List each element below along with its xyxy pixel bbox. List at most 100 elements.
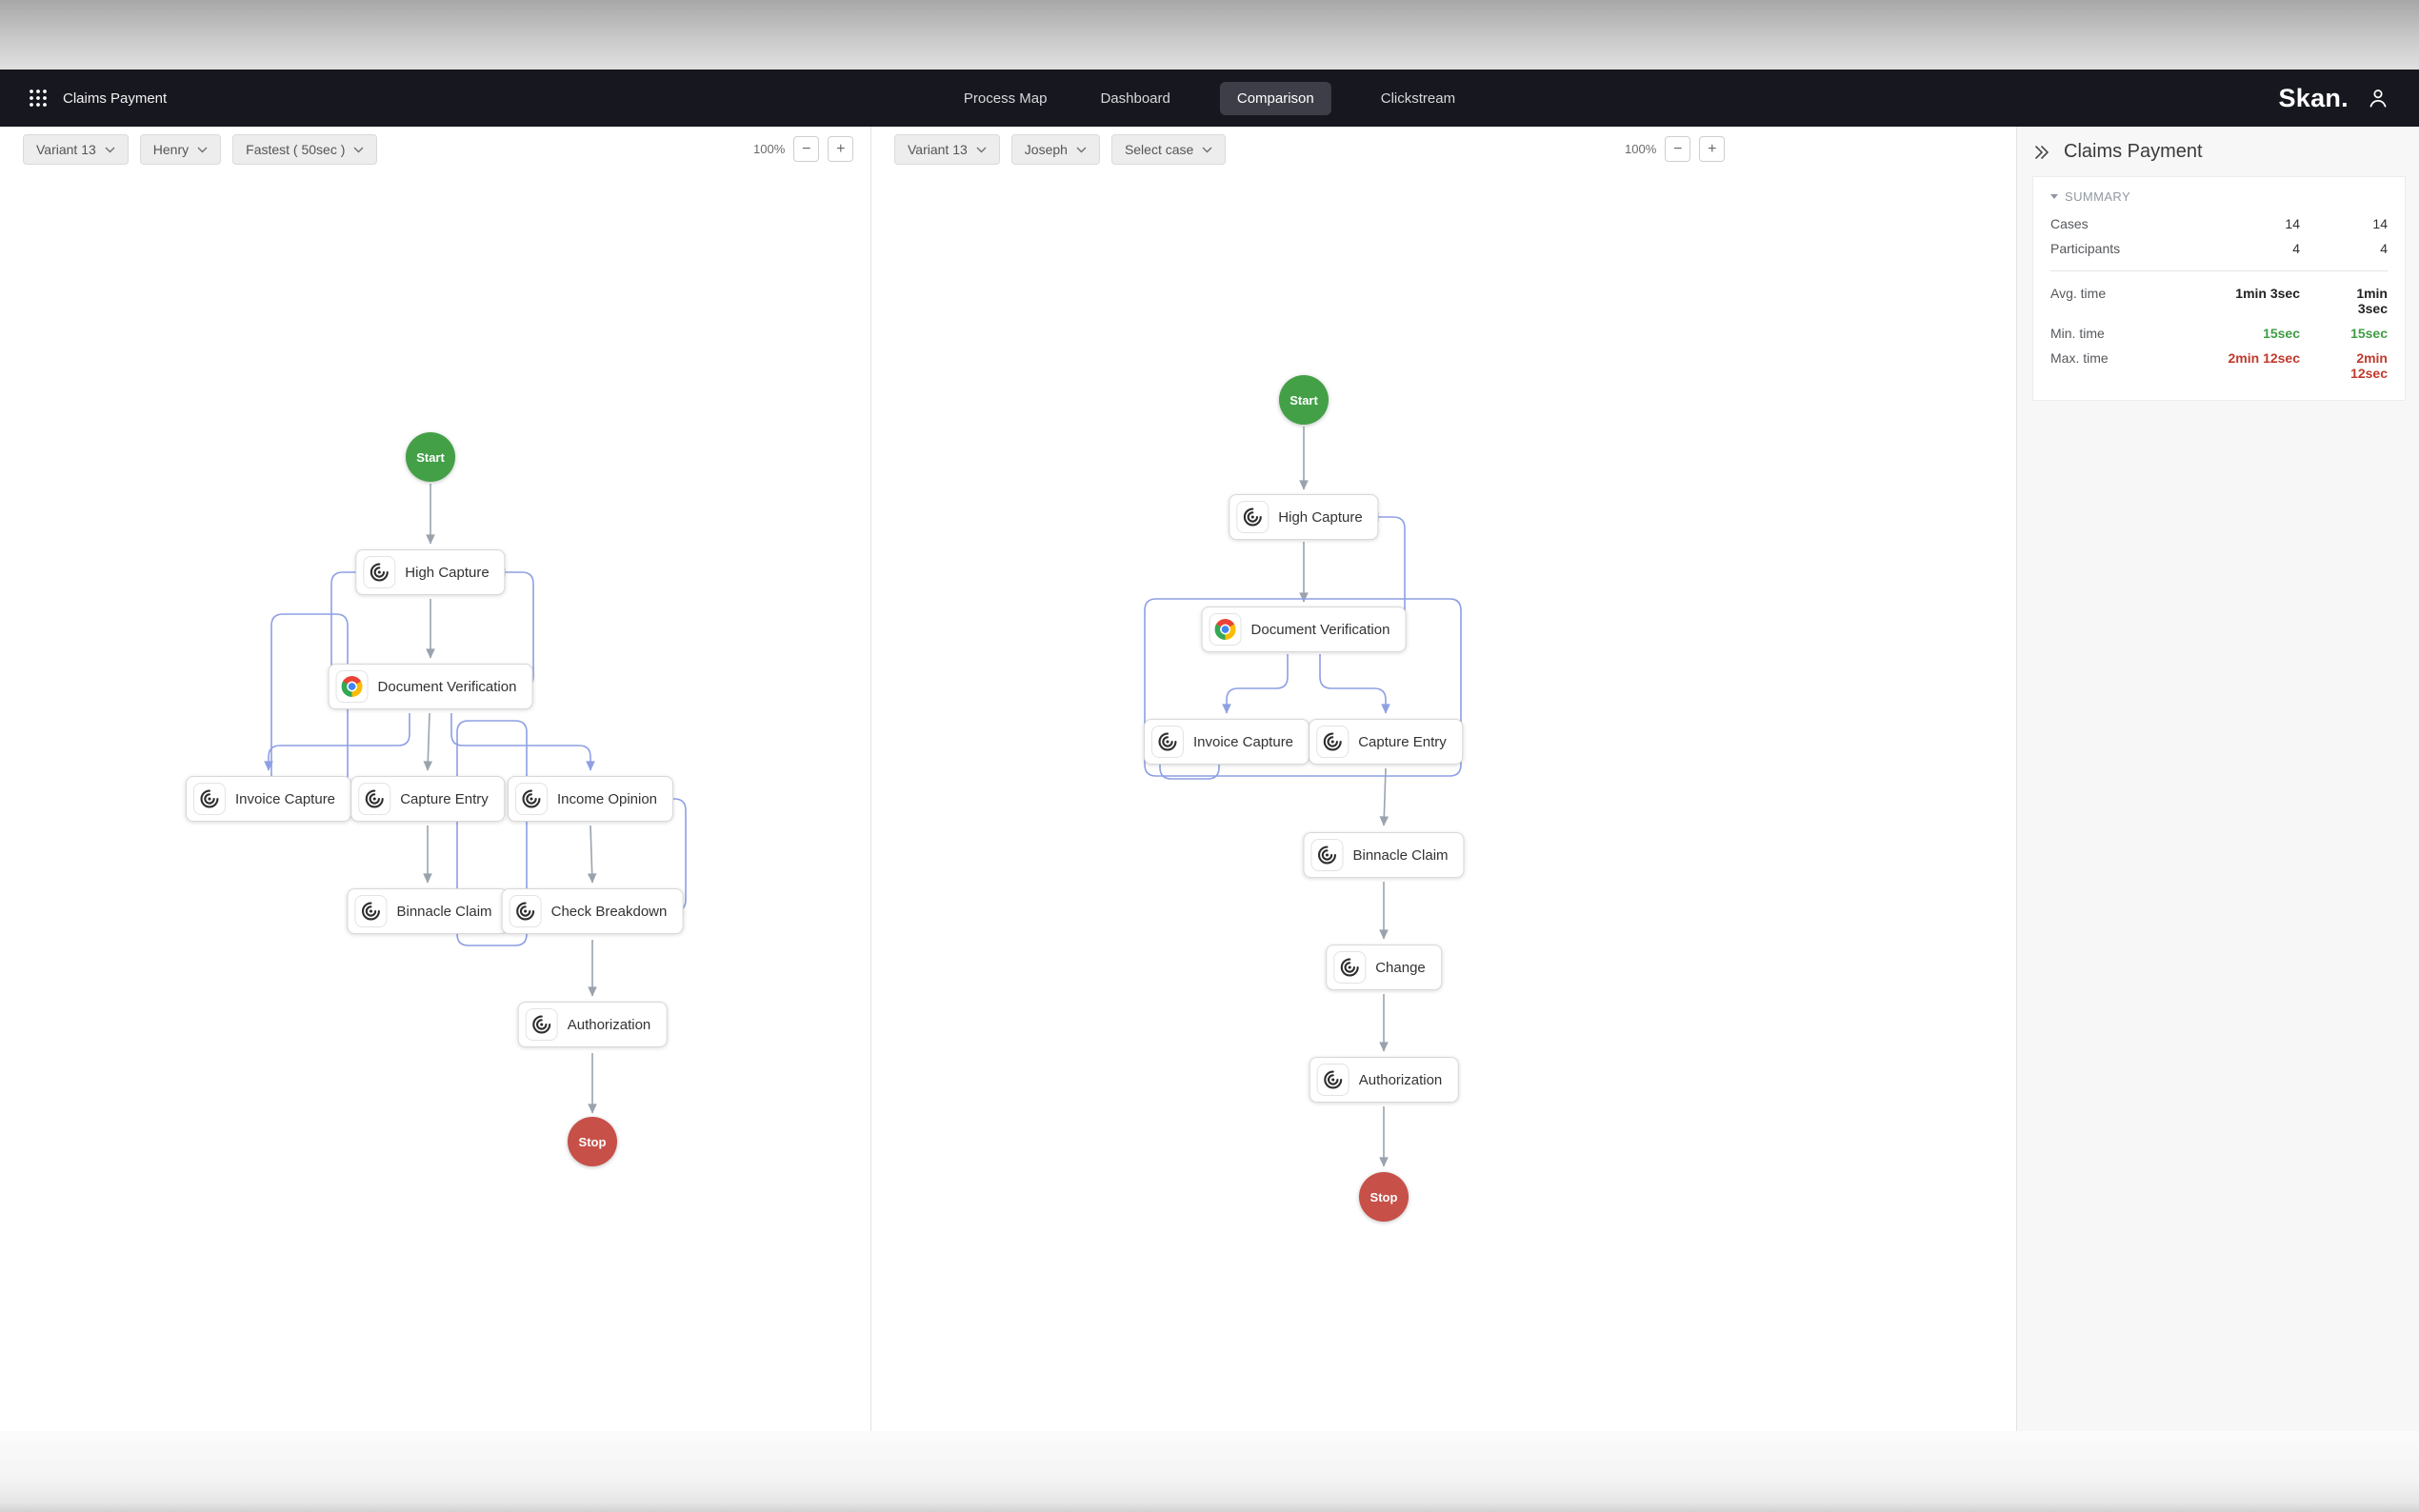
node-label: Capture Entry bbox=[400, 790, 489, 807]
right-zoom-out-button[interactable]: − bbox=[1665, 136, 1691, 162]
process-panel-right: Variant 13 Joseph Select case 100% − + S… bbox=[871, 127, 2017, 1431]
tab-dashboard[interactable]: Dashboard bbox=[1100, 90, 1170, 107]
collapse-caret-icon bbox=[2050, 194, 2058, 199]
skan-icon bbox=[363, 556, 396, 588]
chevron-down-icon bbox=[976, 147, 987, 152]
right-zoom-in-button[interactable]: + bbox=[1699, 136, 1726, 162]
summary-row-participants: Participants 4 4 bbox=[2050, 241, 2388, 256]
bottom-strip bbox=[0, 1431, 2419, 1512]
navbar: Claims Payment Process Map Dashboard Com… bbox=[0, 70, 2419, 127]
skan-icon bbox=[192, 783, 226, 815]
node-document-verification[interactable]: Document Verification bbox=[328, 664, 533, 709]
node-start[interactable]: Start bbox=[1279, 375, 1329, 425]
node-capture-entry[interactable]: Capture Entry bbox=[1309, 719, 1463, 765]
skan-icon bbox=[1333, 951, 1367, 984]
chevron-down-icon bbox=[1202, 147, 1212, 152]
node-authorization[interactable]: Authorization bbox=[1309, 1057, 1459, 1103]
node-label: Invoice Capture bbox=[234, 790, 336, 807]
summary-row-avg-time: Avg. time 1min 3sec 1min 3sec bbox=[2050, 286, 2388, 316]
summary-row-min-time: Min. time 15sec 15sec bbox=[2050, 326, 2388, 341]
node-invoice-capture[interactable]: Invoice Capture bbox=[185, 776, 352, 822]
chevron-down-icon bbox=[197, 147, 208, 152]
node-change[interactable]: Change bbox=[1326, 945, 1442, 990]
brand-logo[interactable]: Skan. bbox=[2278, 83, 2349, 112]
tab-clickstream[interactable]: Clickstream bbox=[1380, 90, 1456, 107]
left-variant-dropdown[interactable]: Variant 13 bbox=[23, 134, 129, 165]
node-income-opinion[interactable]: Income Opinion bbox=[507, 776, 674, 822]
comparison-sidebar: Claims Payment SUMMARY Cases 14 14 Parti… bbox=[2017, 127, 2419, 1431]
skan-icon bbox=[1316, 726, 1349, 758]
left-panel-toolbar: Variant 13 Henry Fastest ( 50sec ) bbox=[23, 134, 378, 165]
node-start[interactable]: Start bbox=[406, 432, 455, 482]
skan-icon bbox=[525, 1008, 558, 1041]
left-zoom-level: 100% bbox=[753, 142, 786, 156]
left-participant-dropdown[interactable]: Henry bbox=[139, 134, 222, 165]
process-panel-left: Variant 13 Henry Fastest ( 50sec ) 100% … bbox=[0, 127, 871, 1431]
skan-icon bbox=[1310, 839, 1344, 871]
node-label: Authorization bbox=[567, 1016, 651, 1033]
node-label: Check Breakdown bbox=[550, 903, 668, 920]
node-label: Authorization bbox=[1358, 1071, 1443, 1088]
navbar-tabs: Process Map Dashboard Comparison Clickst… bbox=[960, 81, 1459, 115]
node-invoice-capture[interactable]: Invoice Capture bbox=[1143, 719, 1310, 765]
summary-section-header[interactable]: SUMMARY bbox=[2050, 189, 2388, 204]
chrome-icon bbox=[335, 670, 369, 703]
node-check-breakdown[interactable]: Check Breakdown bbox=[501, 888, 684, 934]
node-stop[interactable]: Stop bbox=[1359, 1172, 1409, 1222]
right-variant-dropdown[interactable]: Variant 13 bbox=[894, 134, 1000, 165]
left-zoom-control: 100% − + bbox=[753, 136, 854, 162]
summary-card: SUMMARY Cases 14 14 Participants 4 4 Avg… bbox=[2032, 176, 2406, 401]
chevron-down-icon bbox=[105, 147, 115, 152]
node-label: Invoice Capture bbox=[1192, 733, 1294, 750]
collapse-sidebar-icon[interactable] bbox=[2034, 145, 2049, 159]
navbar-app-title: Claims Payment bbox=[63, 90, 168, 107]
node-label: Binnacle Claim bbox=[1352, 846, 1449, 864]
left-zoom-out-button[interactable]: − bbox=[793, 136, 820, 162]
content-row: Variant 13 Henry Fastest ( 50sec ) 100% … bbox=[0, 127, 2419, 1431]
skan-icon bbox=[509, 895, 542, 927]
left-zoom-in-button[interactable]: + bbox=[828, 136, 854, 162]
node-binnacle-claim[interactable]: Binnacle Claim bbox=[347, 888, 509, 934]
right-panel-toolbar: Variant 13 Joseph Select case bbox=[894, 134, 1227, 165]
summary-heading: SUMMARY bbox=[2065, 189, 2131, 204]
navbar-right: Skan. bbox=[2278, 84, 2390, 113]
node-capture-entry[interactable]: Capture Entry bbox=[350, 776, 505, 822]
skan-icon bbox=[358, 783, 391, 815]
user-icon[interactable] bbox=[2366, 86, 2390, 110]
node-label: High Capture bbox=[1278, 508, 1363, 526]
node-label: Income Opinion bbox=[556, 790, 658, 807]
node-label: High Capture bbox=[405, 564, 490, 581]
left-case-dropdown[interactable]: Fastest ( 50sec ) bbox=[232, 134, 378, 165]
summary-divider bbox=[2050, 270, 2388, 271]
skan-icon bbox=[1316, 1064, 1349, 1096]
node-authorization[interactable]: Authorization bbox=[517, 1002, 668, 1047]
node-high-capture[interactable]: High Capture bbox=[1229, 494, 1379, 540]
apps-grid-icon[interactable] bbox=[29, 89, 48, 108]
skan-icon bbox=[1150, 726, 1184, 758]
node-stop[interactable]: Stop bbox=[568, 1117, 617, 1166]
node-label: Binnacle Claim bbox=[396, 903, 492, 920]
sidebar-title: Claims Payment bbox=[2064, 141, 2203, 162]
node-binnacle-claim[interactable]: Binnacle Claim bbox=[1303, 832, 1465, 878]
node-label: Document Verification bbox=[377, 678, 517, 695]
right-zoom-control: 100% − + bbox=[1625, 136, 1726, 162]
right-participant-dropdown[interactable]: Joseph bbox=[1010, 134, 1100, 165]
right-zoom-level: 100% bbox=[1625, 142, 1657, 156]
navbar-left: Claims Payment bbox=[29, 89, 167, 108]
node-high-capture[interactable]: High Capture bbox=[355, 549, 506, 595]
tab-comparison[interactable]: Comparison bbox=[1219, 81, 1331, 115]
node-label: Document Verification bbox=[1250, 621, 1390, 638]
summary-row-cases: Cases 14 14 bbox=[2050, 216, 2388, 231]
skan-icon bbox=[354, 895, 388, 927]
chevron-down-icon bbox=[1076, 147, 1087, 152]
node-label: Capture Entry bbox=[1358, 733, 1447, 750]
tab-process-map[interactable]: Process Map bbox=[963, 90, 1048, 107]
node-document-verification[interactable]: Document Verification bbox=[1201, 607, 1407, 652]
skan-icon bbox=[1236, 501, 1269, 533]
top-gray-band bbox=[0, 0, 2419, 70]
sidebar-header: Claims Payment bbox=[2017, 127, 2419, 172]
right-case-dropdown[interactable]: Select case bbox=[1110, 134, 1227, 165]
